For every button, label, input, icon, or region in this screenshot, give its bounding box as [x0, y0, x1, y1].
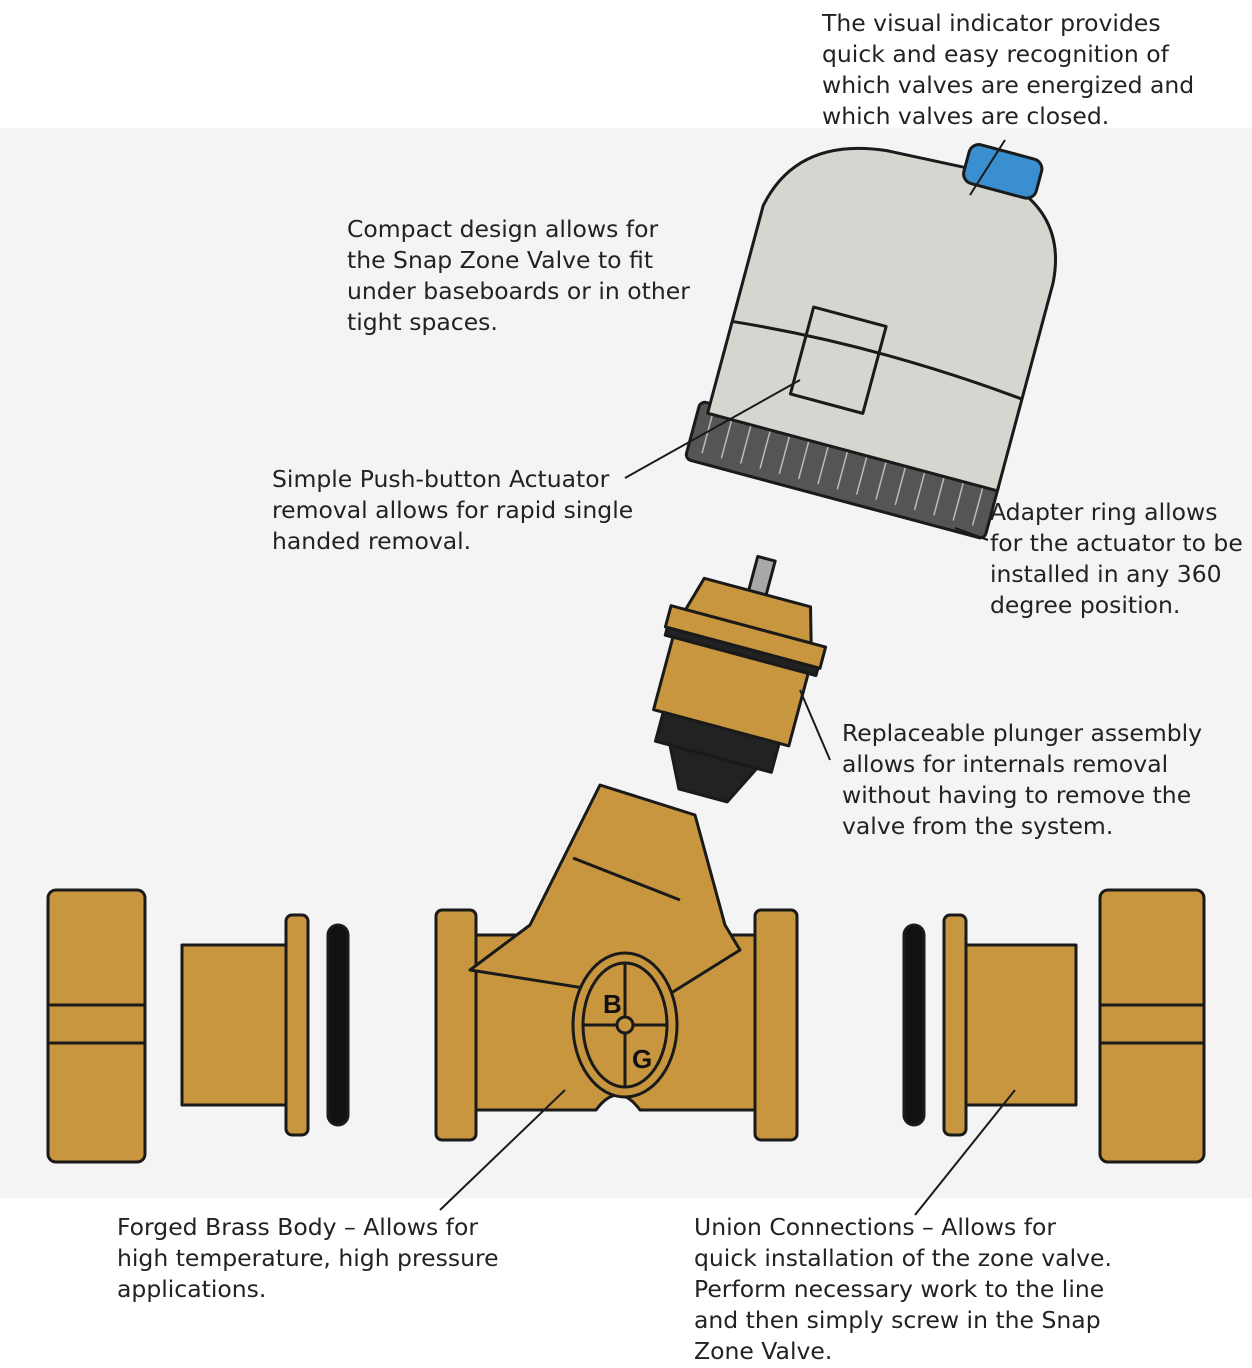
leader-lines	[439, 139, 1016, 1216]
brass-valve-body	[434, 783, 799, 1142]
callout-brass-body: Forged Brass Body – Allows for high temp…	[117, 1213, 499, 1303]
callout-adapter-ring: Adapter ring allows for the actuator to …	[990, 498, 1243, 619]
badge-letter-b: B	[603, 989, 622, 1019]
left-union-nut	[46, 888, 147, 1164]
badge-letter-g: G	[632, 1044, 652, 1074]
callout-compact-design: Compact design allows for the Snap Zone …	[347, 215, 690, 336]
right-o-ring	[902, 923, 926, 1127]
actuator	[684, 143, 1058, 540]
plunger-assembly	[652, 554, 828, 804]
right-tailpiece	[942, 913, 1078, 1137]
callout-visual-indicator: The visual indicator provides quick and …	[822, 9, 1195, 130]
callout-union: Union Connections – Allows for quick ins…	[694, 1213, 1112, 1365]
callout-push-button: Simple Push-button Actuator removal allo…	[272, 465, 634, 555]
left-tailpiece	[180, 913, 310, 1137]
right-union-nut	[1098, 888, 1206, 1164]
left-o-ring	[326, 923, 350, 1127]
boiler-badge	[571, 951, 679, 1099]
push-button	[788, 305, 888, 415]
visual-indicator	[962, 143, 1044, 200]
callout-plunger: Replaceable plunger assembly allows for …	[842, 719, 1203, 840]
